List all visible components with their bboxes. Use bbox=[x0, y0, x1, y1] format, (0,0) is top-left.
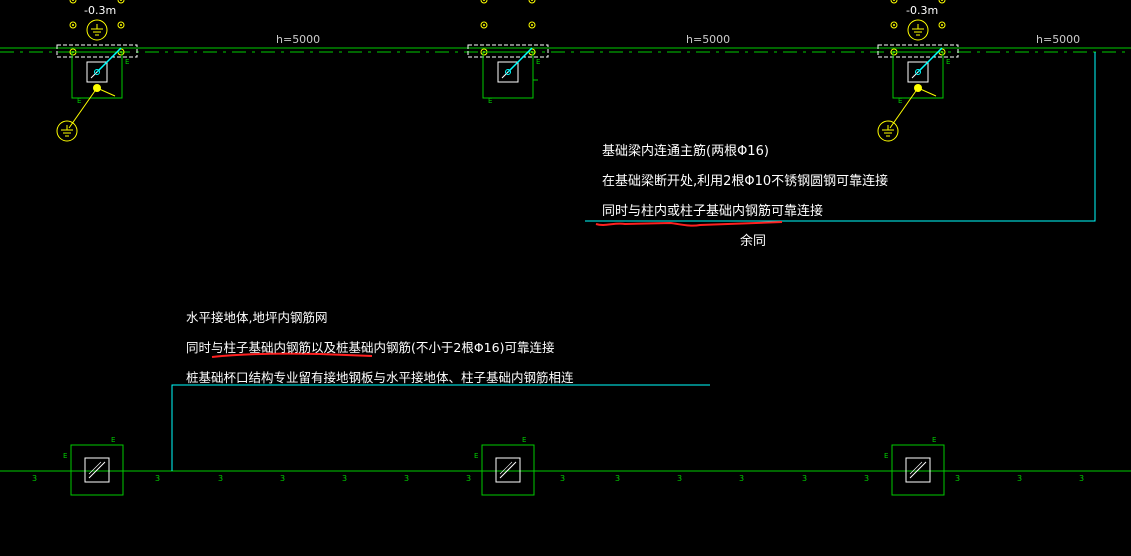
grid-dot-icon bbox=[528, 21, 536, 29]
tick-three: 3 bbox=[342, 474, 347, 483]
mark-e: E bbox=[111, 436, 115, 444]
mark-e: E bbox=[125, 58, 129, 66]
top-column-group: EE bbox=[56, 0, 138, 142]
note-top-line-3: 同时与柱内或柱子基础内钢筋可靠连接 bbox=[602, 204, 824, 219]
level-label: -0.3m bbox=[906, 4, 938, 17]
ground-symbol-icon bbox=[907, 19, 929, 41]
mark-e: E bbox=[946, 58, 950, 66]
tick-three: 3 bbox=[1017, 474, 1022, 483]
grid-dot-icon bbox=[69, 0, 77, 4]
tick-three: 3 bbox=[218, 474, 223, 483]
axis-tick-marks: 3 3 3 3 3 3 3 3 3 3 3 3 3 3 3 3 bbox=[32, 474, 1084, 483]
grid-dot-icon bbox=[69, 21, 77, 29]
grid-dot-icon bbox=[890, 21, 898, 29]
tick-three: 3 bbox=[739, 474, 744, 483]
tick-three: 3 bbox=[560, 474, 565, 483]
mark-e: E bbox=[63, 452, 67, 460]
markup-underline-top bbox=[595, 221, 783, 227]
mark-e: E bbox=[898, 97, 902, 105]
column-base-icon: EE bbox=[63, 436, 124, 496]
grid-dot-icon bbox=[528, 0, 536, 4]
tick-three: 3 bbox=[677, 474, 682, 483]
ground-symbol-icon bbox=[877, 120, 899, 142]
note-bottom-line-1: 水平接地体,地坪内钢筋网 bbox=[186, 310, 328, 325]
mark-e: E bbox=[488, 97, 492, 105]
mark-e: E bbox=[884, 452, 888, 460]
tick-three: 3 bbox=[615, 474, 620, 483]
top-conductor-line bbox=[585, 52, 1096, 222]
mark-e: E bbox=[522, 436, 526, 444]
grid-dot-icon bbox=[938, 21, 946, 29]
column-base-icon: EE bbox=[884, 436, 945, 496]
tick-three: 3 bbox=[155, 474, 160, 483]
note-same: 余同 bbox=[740, 234, 767, 249]
tick-three: 3 bbox=[955, 474, 960, 483]
grid-dot-icon bbox=[938, 0, 946, 4]
grid-dot-icon bbox=[890, 0, 898, 4]
tick-three: 3 bbox=[280, 474, 285, 483]
tick-three: 3 bbox=[802, 474, 807, 483]
mark-e: E bbox=[536, 58, 540, 66]
top-column-group: EE bbox=[467, 0, 549, 105]
column-base-icon: EE bbox=[474, 436, 535, 496]
tick-three: 3 bbox=[466, 474, 471, 483]
mark-e: E bbox=[77, 97, 81, 105]
spacing-label: h=5000 bbox=[1036, 33, 1080, 46]
note-top: 基础梁内连通主筋(两根Φ16) 在基础梁断开处,利用2根Φ10不锈钢圆钢可靠连接… bbox=[602, 137, 888, 227]
note-top-line-1: 基础梁内连通主筋(两根Φ16) bbox=[602, 144, 769, 159]
note-top-line-2: 在基础梁断开处,利用2根Φ10不锈钢圆钢可靠连接 bbox=[602, 174, 889, 189]
markup-underline-bottom bbox=[211, 352, 373, 358]
tick-three: 3 bbox=[864, 474, 869, 483]
grid-dot-icon bbox=[480, 0, 488, 4]
grid-dot-icon bbox=[117, 0, 125, 4]
level-label: -0.3m bbox=[84, 4, 116, 17]
ground-symbol-icon bbox=[56, 120, 78, 142]
spacing-label: h=5000 bbox=[686, 33, 730, 46]
tick-three: 3 bbox=[1079, 474, 1084, 483]
ground-symbol-icon bbox=[86, 19, 108, 41]
grid-dot-icon bbox=[480, 21, 488, 29]
tick-three: 3 bbox=[404, 474, 409, 483]
spacing-label: h=5000 bbox=[276, 33, 320, 46]
top-column-group: EE bbox=[877, 0, 959, 142]
note-bottom-line-2: 同时与柱子基础内钢筋以及桩基础内钢筋(不小于2根Φ16)可靠连接 bbox=[186, 340, 555, 355]
mark-e: E bbox=[474, 452, 478, 460]
bottom-conductor-line bbox=[171, 384, 710, 471]
grid-dot-icon bbox=[117, 21, 125, 29]
mark-e: E bbox=[932, 436, 936, 444]
tick-three: 3 bbox=[32, 474, 37, 483]
note-bottom-line-3: 桩基础杯口结构专业留有接地钢板与水平接地体、柱子基础内钢筋相连 bbox=[186, 370, 574, 385]
note-bottom: 水平接地体,地坪内钢筋网 同时与柱子基础内钢筋以及桩基础内钢筋(不小于2根Φ16… bbox=[186, 303, 574, 393]
